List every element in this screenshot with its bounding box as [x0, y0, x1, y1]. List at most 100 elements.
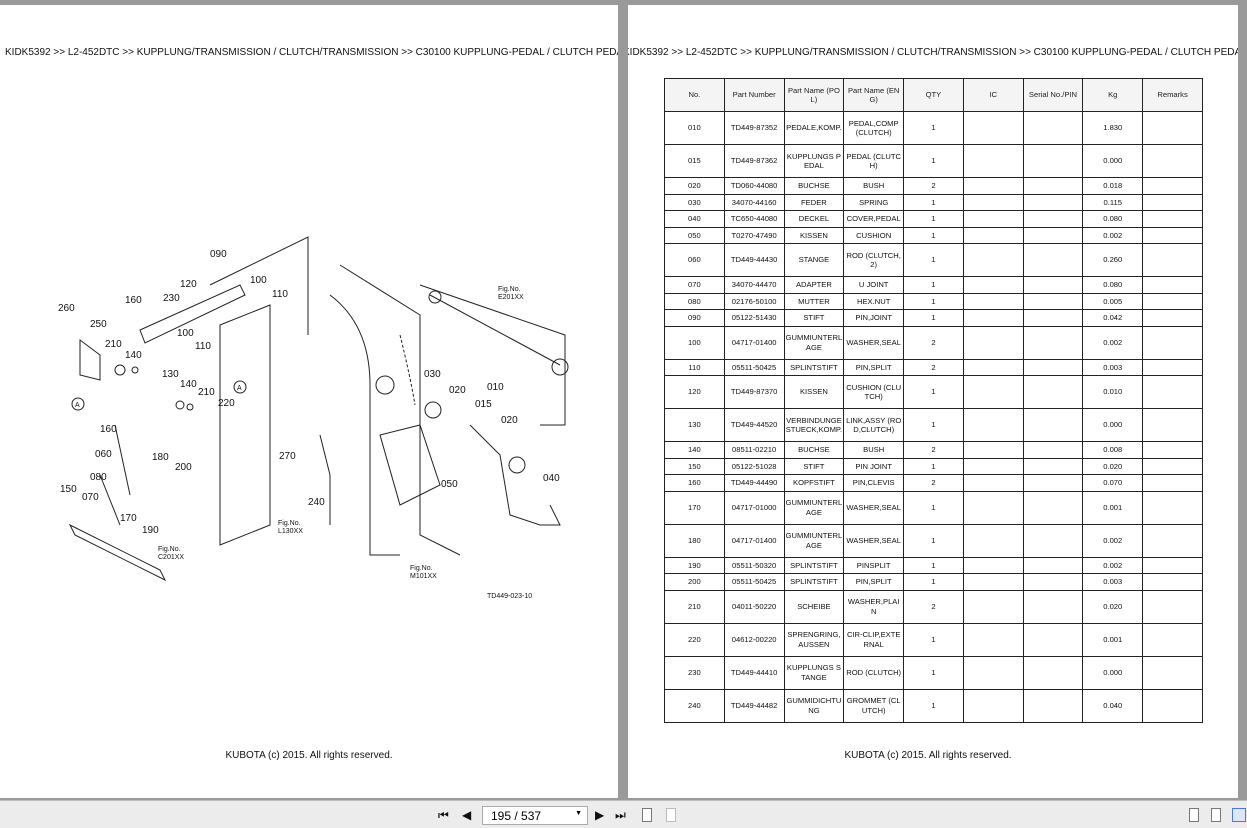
table-cell: 0.008: [1082, 441, 1144, 459]
table-cell: 015: [664, 144, 725, 178]
continuous-view-icon[interactable]: [1211, 808, 1221, 822]
table-cell: 05511-50425: [723, 573, 785, 591]
column-header: Remarks: [1142, 78, 1203, 112]
table-cell: 0.003: [1082, 573, 1144, 591]
table-cell: [1142, 688, 1203, 723]
table-cell: 0.005: [1082, 292, 1144, 310]
dropdown-arrow-icon: ▼: [575, 810, 582, 817]
table-cell: [962, 144, 1024, 178]
table-cell: [962, 589, 1024, 624]
table-cell: KUPPLUNGS PEDAL: [783, 144, 845, 178]
table-cell: [962, 655, 1024, 690]
two-page-view-icon[interactable]: [1232, 808, 1246, 822]
table-cell: 04717-01400: [723, 523, 785, 558]
table-cell: [1022, 523, 1084, 558]
breadcrumb: KIDK5392 >> L2-452DTC >> KUPPLUNG/TRANSM…: [5, 47, 618, 58]
first-page-button[interactable]: ⏮: [438, 808, 449, 822]
table-cell: 1: [903, 556, 964, 574]
callout-label: 010: [487, 382, 504, 393]
table-cell: 0.040: [1082, 688, 1144, 723]
single-page-view-icon[interactable]: [1189, 808, 1199, 822]
table-cell: TD449-44520: [723, 408, 785, 442]
table-cell: [1022, 210, 1084, 228]
table-cell: [1142, 210, 1203, 228]
table-cell: MUTTER: [783, 292, 845, 310]
table-cell: PIN,JOINT: [843, 309, 905, 327]
table-cell: 04717-01000: [723, 490, 785, 525]
callout-label: 110: [195, 341, 211, 352]
table-cell: KOPFSTIFT: [783, 474, 845, 492]
table-cell: KISSEN: [783, 375, 845, 409]
table-cell: [1022, 358, 1084, 376]
table-cell: CIR-CLIP,EXTERNAL: [843, 622, 905, 657]
table-cell: TC650-44080: [723, 210, 785, 228]
table-cell: PIN,SPLIT: [843, 358, 905, 376]
table-cell: 0.000: [1082, 144, 1144, 178]
page-footer: KUBOTA (c) 2015. All rights reserved.: [225, 750, 393, 761]
table-cell: 030: [664, 193, 725, 211]
table-cell: [962, 573, 1024, 591]
callout-label: 180: [152, 452, 169, 463]
table-cell: PIN JOINT: [843, 457, 905, 475]
table-cell: [1022, 688, 1084, 723]
table-cell: 1: [903, 490, 964, 525]
table-cell: 040: [664, 210, 725, 228]
table-cell: [962, 441, 1024, 459]
table-cell: [1022, 144, 1084, 178]
table-cell: [1142, 589, 1203, 624]
table-cell: 0.018: [1082, 177, 1144, 195]
table-cell: 1: [903, 309, 964, 327]
next-page-button[interactable]: ▶: [595, 808, 605, 822]
table-cell: 1: [903, 292, 964, 310]
table-cell: [962, 325, 1024, 360]
table-cell: 1: [903, 226, 964, 244]
table-cell: 1: [903, 622, 964, 657]
table-cell: 190: [664, 556, 725, 574]
table-cell: 210: [664, 589, 725, 624]
page-selector[interactable]: 195 / 537▼: [482, 806, 588, 825]
table-cell: 1.830: [1082, 111, 1144, 145]
table-cell: 170: [664, 490, 725, 525]
paste-page-icon[interactable]: [666, 808, 676, 822]
table-cell: PEDALE,KOMP.: [783, 111, 845, 145]
table-cell: [962, 292, 1024, 310]
callout-label: 210: [198, 387, 215, 398]
table-cell: 160: [664, 474, 725, 492]
table-cell: 0.002: [1082, 325, 1144, 360]
table-cell: 2: [903, 441, 964, 459]
table-cell: 220: [664, 622, 725, 657]
table-cell: [1142, 276, 1203, 294]
table-cell: [1142, 441, 1203, 459]
table-cell: [1142, 655, 1203, 690]
table-cell: [962, 622, 1024, 657]
table-cell: [962, 226, 1024, 244]
table-cell: 080: [664, 292, 725, 310]
table-cell: [1022, 573, 1084, 591]
table-cell: 0.020: [1082, 589, 1144, 624]
table-cell: TD449-87352: [723, 111, 785, 145]
copy-page-icon[interactable]: [642, 808, 652, 822]
previous-page-button[interactable]: ◀: [462, 808, 472, 822]
last-page-button[interactable]: ⏭: [615, 808, 626, 822]
table-cell: 0.080: [1082, 210, 1144, 228]
table-cell: PEDAL (CLUTCH): [843, 144, 905, 178]
table-cell: PIN,CLEVIS: [843, 474, 905, 492]
table-cell: [1022, 292, 1084, 310]
table-cell: [1022, 325, 1084, 360]
table-cell: 05511-50320: [723, 556, 785, 574]
table-cell: 130: [664, 408, 725, 442]
callout-label: 015: [475, 399, 492, 410]
table-cell: DECKEL: [783, 210, 845, 228]
figure-ref: Fig.No.L130XX: [278, 520, 303, 535]
table-cell: 1: [903, 276, 964, 294]
